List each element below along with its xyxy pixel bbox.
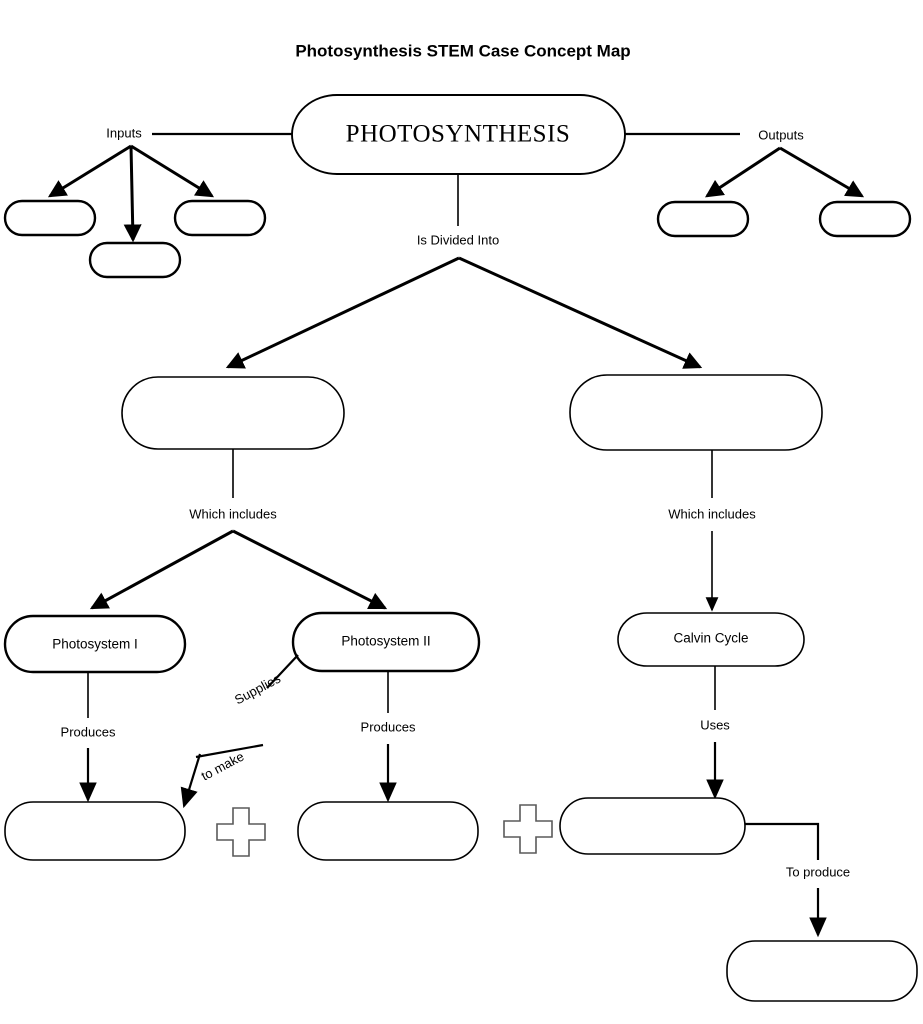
node-calvin-cycle[interactable] <box>617 612 805 667</box>
connector-product-right-elbow <box>745 822 820 860</box>
link-label-outputs: Outputs <box>758 127 804 142</box>
plus-operator-2 <box>503 804 553 854</box>
connector-divided-to-stage-right <box>458 256 703 369</box>
node-photosystem-1[interactable] <box>3 614 187 674</box>
link-label-inputs: Inputs <box>106 125 142 140</box>
page-title: Photosynthesis STEM Case Concept Map <box>295 41 630 60</box>
node-photosystem-2[interactable] <box>291 611 481 673</box>
connector-inputs-to-box1 <box>47 144 132 198</box>
connector-divided-to-stage-left <box>225 256 460 369</box>
link-label-produces-left: Produces <box>61 724 116 739</box>
stage-box-right[interactable] <box>569 374 823 451</box>
link-label-which-includes-left: Which includes <box>189 506 277 521</box>
link-label-which-includes-right: Which includes <box>668 506 756 521</box>
connector-inputs-to-box3 <box>130 144 215 198</box>
input-box-2[interactable] <box>88 241 182 279</box>
link-label-supplies: Supplies <box>232 671 284 708</box>
link-label-uses: Uses <box>700 717 730 732</box>
link-label-is-divided-into: Is Divided Into <box>417 232 499 247</box>
link-label-to-make: to make <box>199 749 247 784</box>
node-photosystem-2-label: Photosystem II <box>341 634 430 649</box>
output-box-2[interactable] <box>818 200 912 238</box>
connector-which-includes-to-ps2 <box>232 529 388 610</box>
link-label-produces-right: Produces <box>361 719 416 734</box>
connector-outputs-to-box2 <box>779 146 865 198</box>
connector-outputs-to-box1 <box>704 146 781 198</box>
final-product-box[interactable] <box>726 940 918 1002</box>
product-box-middle[interactable] <box>297 801 479 861</box>
node-calvin-cycle-label: Calvin Cycle <box>673 631 748 646</box>
stage-box-left[interactable] <box>121 376 345 450</box>
node-photosystem-1-label: Photosystem I <box>52 637 138 652</box>
connector-which-includes-to-ps1 <box>89 529 234 610</box>
connector-to-make-to-product-left <box>180 753 202 809</box>
connector-supplies-seg2 <box>195 743 264 759</box>
input-box-3[interactable] <box>173 199 267 237</box>
link-label-to-produce: To produce <box>786 864 850 879</box>
central-node-label: PHOTOSYNTHESIS <box>346 121 571 148</box>
product-box-left[interactable] <box>4 801 186 861</box>
product-box-right[interactable] <box>559 797 746 855</box>
input-box-1[interactable] <box>3 199 97 237</box>
output-box-1[interactable] <box>656 200 750 238</box>
connector-inputs-to-box2 <box>123 145 142 243</box>
plus-operator-1 <box>216 807 266 857</box>
connector-ps2-supplies-seg1 <box>266 654 299 689</box>
